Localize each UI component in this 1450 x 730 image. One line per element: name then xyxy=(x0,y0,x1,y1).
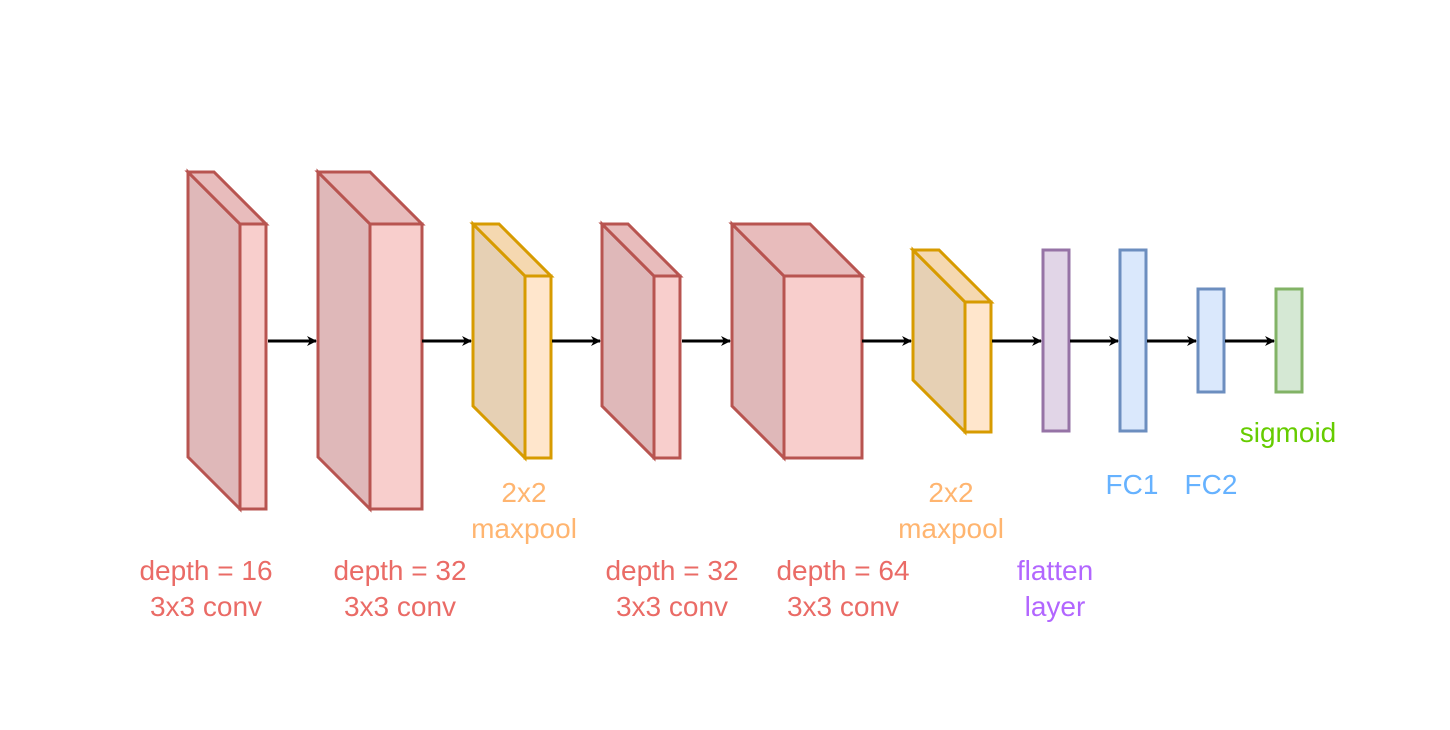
label-conv3-line1: depth = 32 xyxy=(605,555,739,586)
label-conv1-line2: 3x3 conv xyxy=(149,591,263,622)
label-pool1-line1: 2x2 xyxy=(501,477,547,508)
label-flatten-line2: layer xyxy=(1024,591,1086,622)
block-conv2 xyxy=(314,168,426,513)
label-pool1-line2: maxpool xyxy=(471,513,577,544)
label-conv4-line1: depth = 64 xyxy=(776,555,910,586)
block-pool1 xyxy=(469,220,555,462)
block-conv1-front-face xyxy=(238,222,268,511)
label-conv4-line2: 3x3 conv xyxy=(786,591,900,622)
block-conv1-side-face xyxy=(186,168,242,513)
block-fc2 xyxy=(1196,287,1226,394)
label-fc2: FC2 xyxy=(1171,467,1251,503)
block-pool2 xyxy=(909,246,995,436)
block-pool1-front-face xyxy=(523,274,553,460)
label-flatten-line1: flatten xyxy=(1016,555,1094,586)
block-pool2-front-face xyxy=(963,300,993,434)
block-flatten xyxy=(1041,248,1071,433)
label-pool1: 2x2 maxpool xyxy=(454,475,594,547)
block-conv4-front-face xyxy=(782,274,864,460)
label-conv3-line2: 3x3 conv xyxy=(615,591,729,622)
block-conv2-side-face xyxy=(316,168,372,513)
label-conv4: depth = 64 3x3 conv xyxy=(763,553,923,625)
label-conv2-line1: depth = 32 xyxy=(333,555,467,586)
label-fc1-line1: FC1 xyxy=(1105,469,1159,500)
label-conv3: depth = 32 3x3 conv xyxy=(592,553,752,625)
block-conv4 xyxy=(728,220,866,462)
block-fc1-rect xyxy=(1118,248,1148,433)
label-conv1: depth = 16 3x3 conv xyxy=(126,553,286,625)
label-fc1: FC1 xyxy=(1092,467,1172,503)
label-fc2-line1: FC2 xyxy=(1184,469,1238,500)
label-pool2: 2x2 maxpool xyxy=(881,475,1021,547)
block-fc1 xyxy=(1118,248,1148,433)
block-conv3 xyxy=(598,220,684,462)
label-sigmoid-line1: sigmoid xyxy=(1239,417,1337,448)
block-conv1 xyxy=(184,168,270,513)
label-conv2: depth = 32 3x3 conv xyxy=(320,553,480,625)
block-flatten-rect xyxy=(1041,248,1071,433)
block-conv3-front-face xyxy=(652,274,682,460)
label-flatten: flatten layer xyxy=(995,553,1115,625)
label-conv2-line2: 3x3 conv xyxy=(343,591,457,622)
label-conv1-line1: depth = 16 xyxy=(139,555,273,586)
block-sigmoid xyxy=(1274,287,1304,394)
block-fc2-rect xyxy=(1196,287,1226,394)
label-pool2-line2: maxpool xyxy=(898,513,1004,544)
block-conv2-front-face xyxy=(368,222,424,511)
label-sigmoid: sigmoid xyxy=(1223,415,1353,451)
label-pool2-line1: 2x2 xyxy=(928,477,974,508)
block-sigmoid-rect xyxy=(1274,287,1304,394)
